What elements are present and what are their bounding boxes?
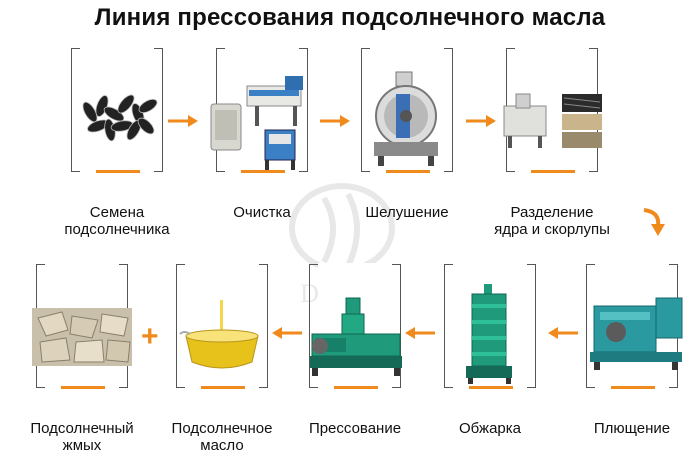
arrow-curve-down-icon — [643, 208, 665, 236]
arrow-left-icon — [548, 327, 578, 339]
arrow-left-icon — [272, 327, 302, 339]
arrow-right-icon — [466, 115, 496, 127]
separator-machine-icon — [503, 93, 602, 148]
step-label-roasting: Обжарка — [458, 420, 522, 437]
plus-icon: + — [141, 320, 159, 353]
step-label-pressing: Прессование — [308, 420, 402, 437]
step-label-cleaning: Очистка — [233, 204, 291, 221]
oil-cake-icon — [32, 308, 132, 366]
roaster-icon — [466, 284, 512, 384]
step-label-flaking: Плющение — [593, 420, 671, 437]
oil-bowl-icon — [179, 300, 259, 369]
arrow-right-icon — [168, 115, 198, 127]
arrow-left-icon — [405, 327, 435, 339]
page-title: Линия прессования подсолнечного масла — [94, 4, 606, 31]
oil-press-icon — [310, 297, 402, 376]
flaking-mill-icon — [590, 297, 683, 370]
dehulling-machine-icon — [374, 71, 438, 166]
cleaning-machine-icon — [210, 76, 303, 170]
sunflower-seeds-icon — [82, 94, 158, 142]
step-label-dehulling: Шелушение — [365, 204, 449, 221]
arrow-right-icon — [320, 115, 350, 127]
